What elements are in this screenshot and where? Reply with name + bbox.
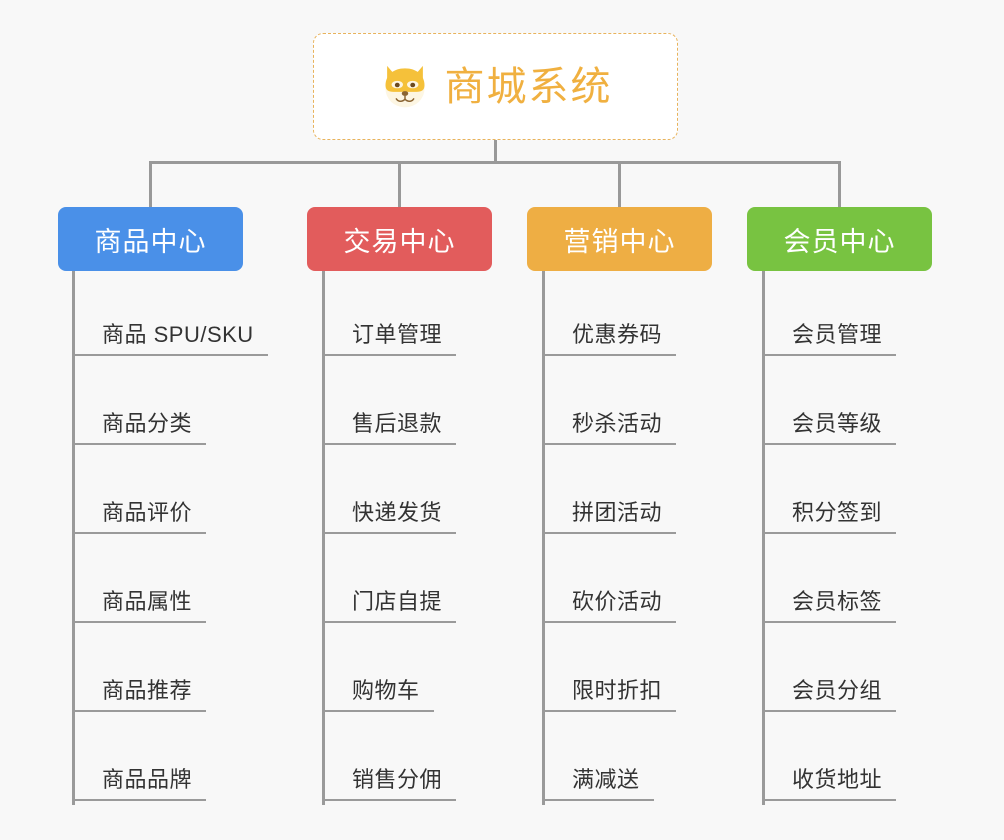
leaf-item[interactable]: 售后退款 — [322, 356, 457, 445]
leaf-label: 限时折扣 — [542, 677, 677, 712]
trunk-trade-center — [322, 271, 325, 805]
leaf-label: 拼团活动 — [542, 499, 677, 534]
leaf-item[interactable]: 订单管理 — [322, 267, 457, 356]
leaf-item[interactable]: 商品属性 — [72, 534, 207, 623]
leaf-label: 优惠券码 — [542, 321, 677, 356]
leaf-item[interactable]: 购物车 — [322, 623, 434, 712]
leaf-item[interactable]: 积分签到 — [762, 445, 897, 534]
column-header-label: 会员中心 — [783, 226, 896, 257]
leaf-label: 秒杀活动 — [542, 410, 677, 445]
leaf-label: 商品 SPU/SKU — [72, 321, 268, 356]
trunk-member-center — [762, 271, 765, 805]
leaf-label: 会员分组 — [762, 677, 897, 712]
connector-drop-product-center — [149, 161, 152, 208]
leaf-item[interactable]: 拼团活动 — [542, 445, 677, 534]
leaf-item[interactable]: 销售分佣 — [322, 712, 457, 801]
leaf-item[interactable]: 秒杀活动 — [542, 356, 677, 445]
leaf-label: 砍价活动 — [542, 588, 677, 623]
leaf-item[interactable]: 商品品牌 — [72, 712, 207, 801]
column-header-label: 交易中心 — [343, 226, 456, 257]
leaf-item[interactable]: 会员等级 — [762, 356, 897, 445]
leaf-item[interactable]: 收货地址 — [762, 712, 897, 801]
leaf-label: 收货地址 — [762, 766, 897, 801]
root-title: 商城系统 — [444, 64, 613, 109]
connector-drop-trade-center — [398, 161, 401, 208]
connector-root-stem — [494, 140, 497, 163]
leaf-item[interactable]: 商品分类 — [72, 356, 207, 445]
leaf-label: 商品评价 — [72, 499, 207, 534]
column-header-trade-center[interactable]: 交易中心 — [307, 207, 492, 271]
leaf-item[interactable]: 满减送 — [542, 712, 654, 801]
leaf-label: 快递发货 — [322, 499, 457, 534]
leaf-label: 积分签到 — [762, 499, 897, 534]
column-header-member-center[interactable]: 会员中心 — [747, 207, 932, 271]
leaf-item[interactable]: 商品 SPU/SKU — [72, 267, 268, 356]
column-header-marketing-center[interactable]: 营销中心 — [527, 207, 712, 271]
leaf-label: 商品分类 — [72, 410, 207, 445]
leaf-label: 订单管理 — [322, 321, 457, 356]
leaf-label: 商品推荐 — [72, 677, 207, 712]
leaf-item[interactable]: 商品评价 — [72, 445, 207, 534]
connector-drop-member-center — [838, 161, 841, 208]
leaf-label: 商品品牌 — [72, 766, 207, 801]
leaf-item[interactable]: 快递发货 — [322, 445, 457, 534]
leaf-item[interactable]: 砍价活动 — [542, 534, 677, 623]
leaf-item[interactable]: 商品推荐 — [72, 623, 207, 712]
trunk-marketing-center — [542, 271, 545, 805]
shiba-dog-icon — [385, 65, 424, 107]
leaf-item[interactable]: 会员标签 — [762, 534, 897, 623]
trunk-product-center — [72, 271, 75, 805]
connector-horizontal-bus — [150, 161, 840, 164]
leaf-label: 商品属性 — [72, 588, 207, 623]
column-header-product-center[interactable]: 商品中心 — [58, 207, 243, 271]
leaf-item[interactable]: 门店自提 — [322, 534, 457, 623]
connector-drop-marketing-center — [618, 161, 621, 208]
leaf-label: 满减送 — [542, 766, 654, 801]
column-header-label: 营销中心 — [563, 226, 676, 257]
leaf-label: 销售分佣 — [322, 766, 457, 801]
column-header-label: 商品中心 — [94, 226, 207, 257]
leaf-item[interactable]: 优惠券码 — [542, 267, 677, 356]
leaf-label: 会员等级 — [762, 410, 897, 445]
leaf-item[interactable]: 会员管理 — [762, 267, 897, 356]
leaf-item[interactable]: 限时折扣 — [542, 623, 677, 712]
leaf-label: 售后退款 — [322, 410, 457, 445]
leaf-label: 购物车 — [322, 677, 434, 712]
leaf-label: 会员标签 — [762, 588, 897, 623]
leaf-label: 门店自提 — [322, 588, 457, 623]
root-node[interactable]: 商城系统 — [313, 33, 678, 140]
leaf-item[interactable]: 会员分组 — [762, 623, 897, 712]
leaf-label: 会员管理 — [762, 321, 897, 356]
